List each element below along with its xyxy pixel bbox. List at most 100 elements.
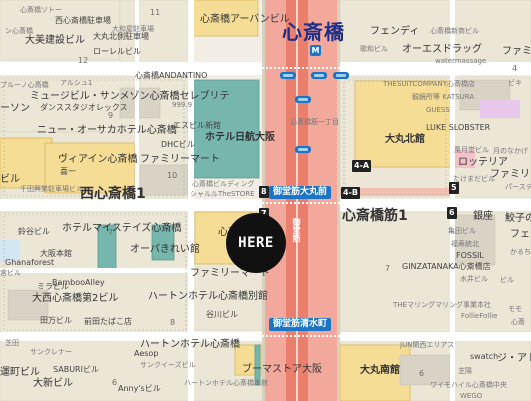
place-label[interactable]: 月のなかげ — [493, 147, 528, 155]
place-label[interactable]: 谷川ビル — [206, 310, 238, 319]
place-label[interactable]: 芝田 — [5, 339, 19, 347]
place-label[interactable]: エスビル新館 — [173, 121, 221, 130]
exit-badge-4b[interactable]: 4-B — [341, 187, 360, 199]
place-label[interactable]: ビル — [0, 174, 20, 185]
place-label[interactable]: 999.9 — [172, 101, 193, 109]
place-label[interactable]: 大美建設ビル — [25, 35, 85, 46]
place-label[interactable]: 西心斎橋駐車場 — [55, 16, 111, 25]
place-label[interactable]: 心斎橋ANDANTINO — [135, 71, 208, 80]
place-label[interactable]: FollieFollie — [461, 312, 498, 320]
place-label[interactable]: サンクイーズビル — [140, 361, 196, 369]
station-box-shimizumachi[interactable]: 御堂筋清水町 — [269, 318, 332, 331]
place-label[interactable]: たけまだビル — [453, 175, 495, 183]
exit-badge-5[interactable]: 5 — [449, 182, 459, 194]
exit-badge-6[interactable]: 6 — [447, 207, 457, 219]
place-label[interactable]: ミラビル — [37, 282, 69, 291]
place-label[interactable]: 田万ビル — [40, 316, 72, 325]
place-label[interactable]: WEGO — [460, 392, 483, 400]
place-label[interactable]: ローレルビル — [93, 47, 141, 56]
station-name-shinsaibashi[interactable]: 心斎橋 — [282, 20, 345, 44]
place-label[interactable]: ファミリーマート — [190, 268, 270, 279]
place-label[interactable]: 銀座 — [473, 211, 493, 222]
place-label[interactable]: FOSSIL — [456, 251, 484, 260]
place-label[interactable]: DHCビル — [161, 140, 195, 149]
place-label[interactable]: パーステ — [505, 183, 531, 191]
place-label[interactable]: 観鏡所等 KATSURA — [412, 93, 475, 101]
place-label[interactable]: ジ・アトリ — [497, 353, 531, 364]
place-label[interactable]: 心斎橋筋1 — [342, 208, 408, 224]
place-label[interactable]: 大丸北側駐車場 — [93, 32, 149, 41]
place-label[interactable]: ビキ — [508, 79, 522, 87]
place-label[interactable]: フェンディ — [370, 26, 420, 37]
place-label[interactable]: ニュー・オーサカホテル心斎橋 — [37, 125, 177, 136]
place-label[interactable]: 大阪本館 — [40, 249, 72, 258]
place-label[interactable]: 前田たばこ店 — [84, 317, 132, 326]
place-label[interactable]: ホテル日航大阪 — [205, 132, 275, 143]
place-label[interactable]: LUKE SLOBSTER — [426, 123, 491, 132]
station-box-daimarumae[interactable]: 御堂筋大丸前 — [269, 186, 332, 199]
station-entrance-icon[interactable] — [280, 72, 296, 79]
place-label[interactable]: THEマリングマリング事業本社 — [393, 301, 491, 309]
place-label[interactable]: 歌和ビル — [360, 45, 388, 53]
place-label[interactable]: Aesop — [134, 349, 159, 358]
place-label[interactable]: 千田興業駐車場ビル — [20, 185, 83, 193]
place-label[interactable]: 心斎 — [511, 318, 525, 326]
place-label[interactable]: ン心斎橋 — [5, 27, 33, 35]
place-label[interactable]: 福寿統北 — [451, 240, 479, 248]
place-label[interactable]: オーエスドラッグ — [402, 44, 482, 55]
place-label[interactable]: ワイモハイル心斎橋中央 — [430, 381, 507, 389]
place-label[interactable]: GINZATANAKA心斎橋店 — [402, 262, 491, 271]
place-label[interactable]: Ghanaforest — [5, 258, 55, 267]
place-label[interactable]: Anny'sビル — [118, 384, 161, 393]
place-label[interactable]: ファミリーマート — [140, 154, 220, 165]
place-label[interactable]: 喜一 — [60, 167, 76, 176]
place-label[interactable]: 心斎橋アーバンビル — [200, 14, 290, 25]
place-label[interactable]: 水井ビル — [460, 275, 488, 283]
place-label[interactable]: 大丸北館 — [385, 134, 425, 145]
place-label[interactable]: THESUITCOMPANY心斎橋店 — [383, 80, 475, 88]
station-entrance-icon[interactable] — [295, 146, 311, 153]
place-label[interactable]: SABURIビル — [53, 365, 99, 374]
place-label[interactable]: 亀田ビル — [448, 227, 476, 235]
place-label[interactable]: 心斎橋筋一丁目 — [290, 118, 339, 126]
place-label[interactable]: 大丸南館 — [360, 365, 400, 376]
place-label[interactable]: ビル — [500, 276, 514, 284]
place-label[interactable]: 心斎橋新商ビル — [430, 27, 479, 35]
current-location-marker[interactable]: HERE — [226, 213, 286, 273]
place-label[interactable]: swatch — [470, 352, 499, 361]
exit-badge-4a[interactable]: 4-A — [352, 160, 372, 172]
exit-badge-8[interactable]: 8 — [259, 186, 269, 198]
place-label[interactable]: 鈴谷ビル — [18, 227, 50, 236]
place-label[interactable]: 風月堂ビル — [454, 146, 489, 154]
station-entrance-icon[interactable] — [333, 72, 349, 79]
place-label[interactable]: ミュージビル・サンメゾン心斎橋セレブリテ — [30, 91, 230, 102]
place-label[interactable]: オーパきれい館 — [130, 244, 200, 255]
place-label[interactable]: BambooAlley — [52, 278, 105, 287]
place-label[interactable]: 心斎橋ソトー — [20, 6, 62, 14]
place-label[interactable]: ーソン — [0, 103, 30, 114]
place-label[interactable]: ファミリー — [490, 169, 531, 180]
place-label[interactable]: 宮ビル — [0, 269, 21, 277]
place-label[interactable]: モモ — [508, 305, 522, 313]
place-label[interactable]: 大新ビル — [33, 378, 73, 389]
place-label[interactable]: 芝陽 — [458, 367, 472, 375]
place-label[interactable]: ファミリ — [502, 46, 531, 57]
place-label[interactable]: 大西心斎橋第2ビル — [32, 293, 119, 304]
place-label[interactable]: ハートンホテル心斎橋本館 — [184, 379, 268, 387]
place-label[interactable]: フェリ — [510, 229, 531, 240]
place-label[interactable]: JUN関西エリアス — [400, 341, 455, 349]
place-label[interactable]: 運町ビル — [0, 367, 40, 378]
place-label[interactable]: GUESS — [426, 106, 450, 114]
place-label[interactable]: watermassage — [435, 57, 487, 65]
place-label[interactable]: アルシュ1 — [60, 79, 93, 87]
place-label[interactable]: プルーノ心斎橋 — [0, 81, 49, 89]
place-label[interactable]: サンクレナー — [30, 348, 72, 356]
station-entrance-icon[interactable] — [295, 96, 311, 103]
subway-station-icon[interactable]: M — [310, 45, 321, 56]
place-label[interactable]: ハートンホテル心斎橋 — [140, 339, 240, 350]
place-label[interactable]: 西心斎橋1 — [80, 186, 146, 202]
place-label[interactable]: 鮫子の — [505, 213, 531, 224]
place-label[interactable]: ホテルマイステイズ心斎橋 — [62, 223, 182, 234]
place-label[interactable]: 大和屋駐車場 — [112, 25, 154, 33]
